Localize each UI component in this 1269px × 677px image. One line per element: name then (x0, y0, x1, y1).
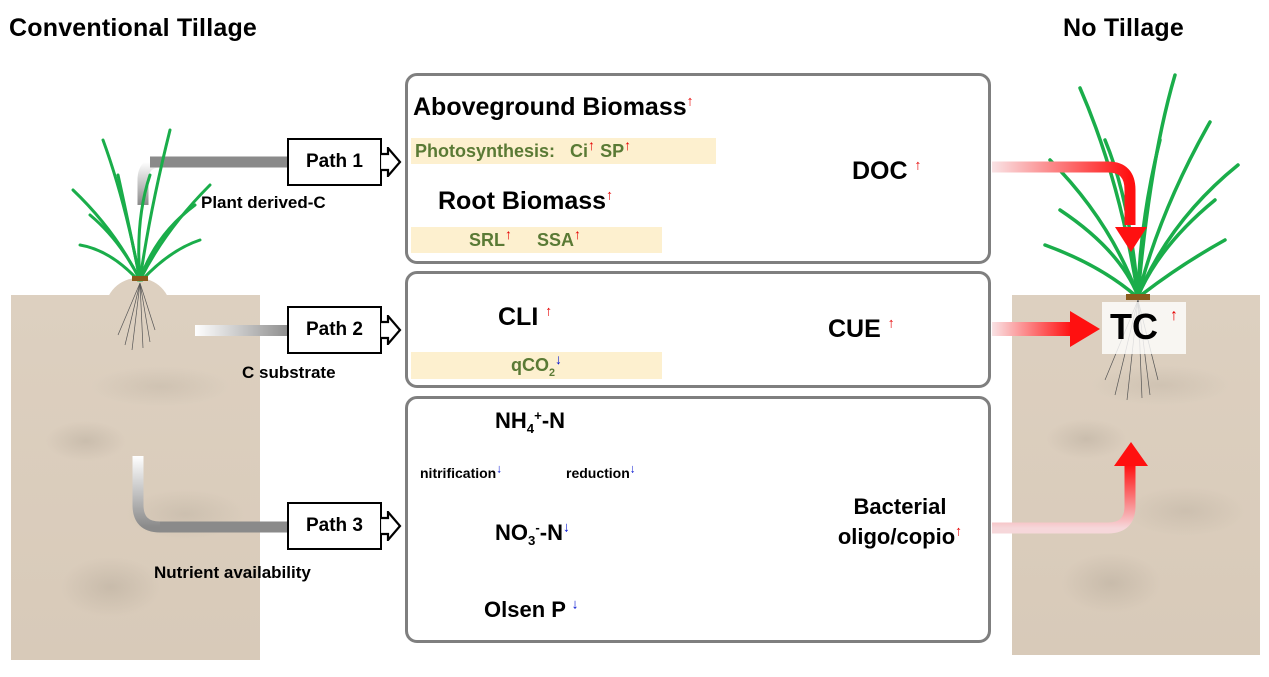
path3-node: Path 3 (287, 502, 402, 550)
reduction-label: reduction↓ (566, 461, 636, 481)
tc-label: TC (1110, 306, 1158, 347)
decrease-icon: ↓ (555, 351, 562, 367)
root-biomass: Root Biomass↑ (438, 186, 614, 215)
path2-caption: C substrate (242, 363, 336, 382)
no3-n: NO3--N↓ (495, 518, 570, 548)
no-tillage-title: No Tillage (1063, 14, 1185, 42)
decrease-icon: ↓ (629, 461, 636, 476)
aboveground-biomass: Aboveground Biomass↑ (413, 92, 694, 121)
path1-caption: Plant derived-C (201, 193, 326, 212)
decrease-icon: ↓ (562, 518, 570, 535)
arrow-bacterial-to-tc (992, 442, 1148, 534)
bacterial-outcome: Bacterial oligo/copio↑ (837, 494, 963, 549)
path1-arrow-icon (380, 147, 402, 177)
doc-outcome: DOC ↑ (852, 156, 922, 185)
decrease-icon: ↓ (496, 461, 503, 476)
increase-icon: ↑ (914, 156, 922, 173)
path1-label: Path 1 (287, 138, 382, 186)
cli-value: CLI ↑ (498, 302, 553, 331)
root-traits-row: SRL↑ SSA↑ (411, 227, 662, 253)
path2-connector (195, 325, 292, 336)
nitrification-label: nitrification↓ (420, 461, 503, 481)
path1-node: Path 1 (287, 138, 402, 186)
cue-outcome: CUE ↑ (828, 314, 895, 343)
nh4-n: NH4+-N (495, 408, 566, 436)
path3-arrow-icon (380, 511, 402, 541)
path3-label: Path 3 (287, 502, 382, 550)
photosynthesis-row: Photosynthesis: Ci↑ SP↑ (411, 138, 716, 164)
path2-node: Path 2 (287, 306, 402, 354)
left-plant-roots (117, 282, 156, 351)
olsen-p: Olsen P ↓ (484, 595, 579, 622)
arrow-cue-to-tc (992, 311, 1100, 347)
conventional-tillage-title: Conventional Tillage (9, 14, 258, 42)
qco2-row: qCO2↓ (411, 352, 662, 379)
increase-icon: ↑ (955, 522, 963, 539)
increase-icon: ↑ (505, 226, 512, 242)
left-plant-icon (71, 128, 212, 282)
increase-icon: ↑ (686, 92, 694, 109)
increase-icon: ↑ (588, 137, 596, 153)
increase-icon: ↑ (887, 314, 895, 331)
increase-icon: ↑ (545, 302, 553, 319)
path2-arrow-icon (380, 315, 402, 345)
increase-icon: ↑ (606, 186, 614, 203)
path3-caption: Nutrient availability (154, 563, 311, 582)
no-tillage-soil (1012, 295, 1260, 655)
increase-icon: ↑ (574, 226, 582, 242)
arrow-doc-to-tc (992, 161, 1147, 252)
tc-box: TC ↑ (1102, 302, 1186, 354)
increase-icon: ↑ (624, 137, 632, 153)
right-plant-icon (1043, 73, 1240, 298)
panel-nutrient-availability (405, 396, 991, 643)
path3-connector (132, 456, 292, 533)
decrease-icon: ↓ (571, 595, 579, 612)
path2-label: Path 2 (287, 306, 382, 354)
